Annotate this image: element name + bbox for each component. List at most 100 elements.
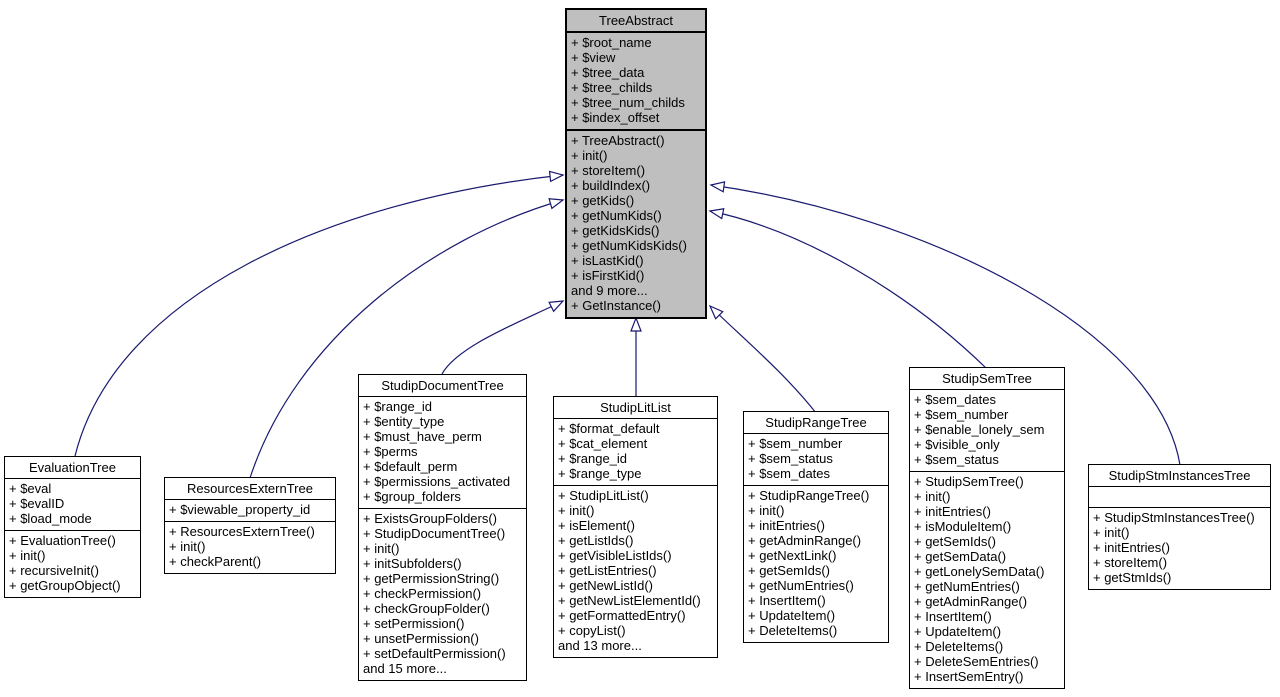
class-box-studipstminstancestree[interactable]: StudipStmInstancesTree + StudipStmInstan…	[1088, 464, 1271, 590]
edge-evaluationtree-treeabstract	[74, 170, 565, 457]
member-line: + getPermissionString()	[363, 571, 500, 586]
member-line: + StudipDocumentTree()	[363, 526, 506, 541]
class-attributes: + $eval+ $evalID+ $load_mode	[5, 478, 140, 530]
member-line: + init()	[571, 148, 608, 163]
member-line: + $eval	[9, 481, 52, 496]
member-line: + isElement()	[558, 518, 635, 533]
class-box-studipsemtree[interactable]: StudipSemTree + $sem_dates+ $sem_number+…	[909, 367, 1065, 689]
member-line: + $tree_childs	[571, 80, 653, 95]
member-line: + DeleteSemEntries()	[914, 654, 1039, 669]
member-line: + init()	[9, 548, 46, 563]
member-line: + $cat_element	[558, 436, 648, 451]
class-name: TreeAbstract	[599, 13, 673, 28]
edge-studipstminstancestree-treeabstract	[709, 181, 1181, 466]
member-line: + DeleteItems()	[914, 639, 1004, 654]
member-line: + UpdateItem()	[914, 624, 1002, 639]
class-attributes	[1089, 486, 1270, 507]
member-line: + checkParent()	[169, 554, 262, 569]
member-line: + $group_folders	[363, 489, 461, 504]
member-line: and 9 more...	[571, 283, 648, 298]
class-methods: + ExistsGroupFolders()+ StudipDocumentTr…	[359, 508, 526, 680]
member-line: + getListIds()	[558, 533, 634, 548]
member-line: + initEntries()	[1093, 540, 1170, 555]
member-line: + initEntries()	[914, 504, 991, 519]
member-line: + $tree_data	[571, 65, 645, 80]
edge-resourcesexterntree-treeabstract	[249, 198, 565, 479]
member-line: + InsertItem()	[748, 593, 826, 608]
member-line: + getNewListId()	[558, 578, 654, 593]
member-line: + getVisibleListIds()	[558, 548, 672, 563]
member-line: + $sem_status	[748, 451, 833, 466]
member-line: + unsetPermission()	[363, 631, 479, 646]
member-line: + copyList()	[558, 623, 626, 638]
member-line: + $sem_number	[914, 407, 1009, 422]
class-box-treeabstract[interactable]: TreeAbstract + $root_name+ $view+ $tree_…	[565, 8, 707, 319]
member-line: + recursiveInit()	[9, 563, 99, 578]
member-line: and 15 more...	[363, 661, 447, 676]
class-methods: + TreeAbstract()+ init()+ storeItem()+ b…	[567, 129, 705, 317]
member-line: + getLonelySemData()	[914, 564, 1045, 579]
member-line: + $entity_type	[363, 414, 445, 429]
member-line: + buildIndex()	[571, 178, 651, 193]
member-line: + getGroupObject()	[9, 578, 121, 593]
member-line: + init()	[914, 489, 951, 504]
class-box-studiprangetree[interactable]: StudipRangeTree + $sem_number+ $sem_stat…	[743, 411, 889, 643]
member-line: + init()	[169, 539, 206, 554]
member-line: + EvaluationTree()	[9, 533, 116, 548]
class-box-studiplitlist[interactable]: StudipLitList + $format_default+ $cat_el…	[553, 396, 718, 658]
member-line: + $view	[571, 50, 616, 65]
member-line: + $range_type	[558, 466, 642, 481]
member-line: and 13 more...	[558, 638, 642, 653]
member-line: + getKids()	[571, 193, 635, 208]
member-line: + $must_have_perm	[363, 429, 482, 444]
class-box-evaluationtree[interactable]: EvaluationTree + $eval+ $evalID+ $load_m…	[4, 456, 141, 598]
member-line: + $sem_dates	[914, 392, 997, 407]
member-line: + getSemIds()	[748, 563, 831, 578]
member-line: + $permissions_activated	[363, 474, 511, 489]
member-line: + isModuleItem()	[914, 519, 1012, 534]
member-line: + init()	[363, 541, 400, 556]
member-line: + $sem_status	[914, 452, 999, 467]
class-methods: + StudipSemTree()+ init()+ initEntries()…	[910, 471, 1064, 688]
member-line: + getSemData()	[914, 549, 1007, 564]
member-line: + GetInstance()	[571, 298, 661, 313]
member-line: + $default_perm	[363, 459, 458, 474]
member-line: + storeItem()	[1093, 555, 1168, 570]
member-line: + init()	[748, 503, 785, 518]
edge-studipdocumenttree-treeabstract	[441, 300, 565, 375]
member-line: + getStmIds()	[1093, 570, 1172, 585]
member-line: + ExistsGroupFolders()	[363, 511, 498, 526]
member-line: + DeleteItems()	[748, 623, 838, 638]
member-line: + $evalID	[9, 496, 65, 511]
member-line: + getFormattedEntry()	[558, 608, 686, 623]
member-line: + checkPermission()	[363, 586, 482, 601]
member-line: + $perms	[363, 444, 418, 459]
member-line: + getKidsKids()	[571, 223, 660, 238]
class-name: ResourcesExternTree	[187, 481, 313, 496]
member-line: + StudipSemTree()	[914, 474, 1024, 489]
member-line: + getListEntries()	[558, 563, 657, 578]
member-line: + getNextLink()	[748, 548, 837, 563]
member-line: + $format_default	[558, 421, 660, 436]
member-line: + $index_offset	[571, 110, 660, 125]
member-line: + UpdateItem()	[748, 608, 836, 623]
member-line: + $sem_dates	[748, 466, 831, 481]
member-line: + setPermission()	[363, 616, 465, 631]
member-line: + InsertSemEntry()	[914, 669, 1024, 684]
class-methods: + EvaluationTree()+ init()+ recursiveIni…	[5, 530, 140, 597]
member-line: + getNumKids()	[571, 208, 662, 223]
class-box-resourcesexterntree[interactable]: ResourcesExternTree + $viewable_property…	[164, 477, 336, 574]
class-attributes: + $format_default+ $cat_element + $range_…	[554, 418, 717, 485]
member-line: + getAdminRange()	[914, 594, 1028, 609]
member-line: + getSemIds()	[914, 534, 997, 549]
class-box-studipdocumenttree[interactable]: StudipDocumentTree + $range_id+ $entity_…	[358, 374, 527, 681]
edge-studiprangetree-treeabstract	[708, 304, 817, 414]
member-line: + getAdminRange()	[748, 533, 862, 548]
class-name: StudipDocumentTree	[381, 378, 504, 393]
member-line: + $load_mode	[9, 511, 92, 526]
class-methods: + StudipLitList()+ init()+ isElement()+ …	[554, 485, 717, 657]
member-line: + $viewable_property_id	[169, 502, 311, 517]
member-line: + InsertItem()	[914, 609, 992, 624]
